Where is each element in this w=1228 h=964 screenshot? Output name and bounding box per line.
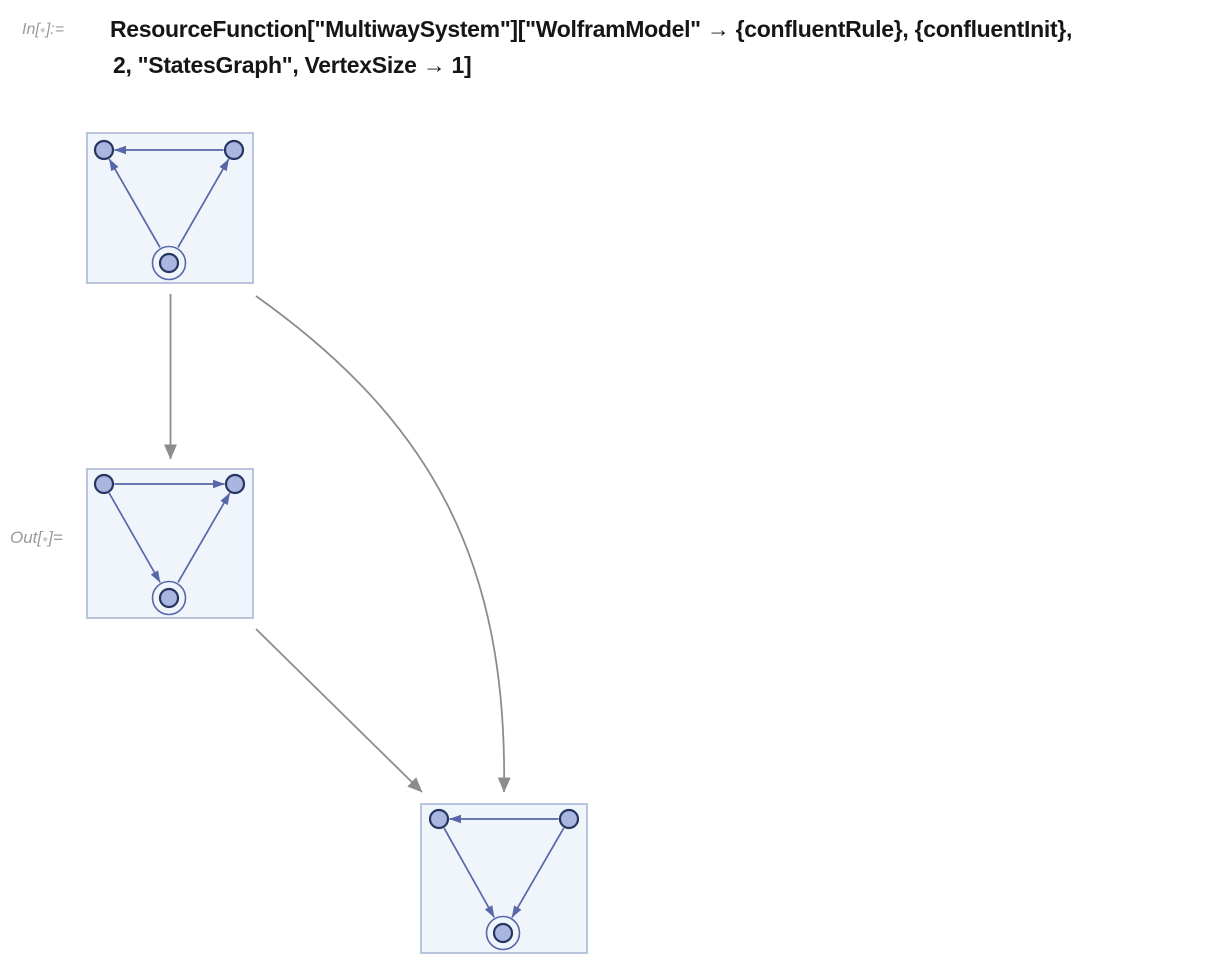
vertex-ring [485,915,521,951]
graph-vertex [158,252,180,274]
out-label-pre: Out[ [10,528,43,547]
state-edge-arrow [177,492,231,583]
graph-vertex [558,808,580,830]
input-code-line-1[interactable]: ResourceFunction["MultiwaySystem"]["Wolf… [110,16,1073,42]
state-2-box[interactable] [86,468,254,619]
graph-vertex [223,139,245,161]
cell-placeholder-dot-icon: ● [39,25,46,36]
vertex-ring [151,580,187,616]
graph-vertex [158,587,180,609]
state-edge-arrow [177,158,230,248]
out-label-post: ]= [48,528,63,547]
cell-placeholder-dot-icon: ● [42,534,49,545]
in-label-pre: In[ [22,21,40,38]
state-3-box[interactable] [420,803,588,954]
in-label-post: ]:= [45,21,65,38]
graph-vertex [428,808,450,830]
out-label: Out[●]= [10,528,63,548]
vertex-ring [151,245,187,281]
evolution-edge-state-2-to-state-3 [255,628,423,793]
graph-vertex [224,473,246,495]
evolution-edge-state-1-to-state-3 [255,295,511,793]
graph-vertex [93,139,115,161]
state-edge-arrow [108,158,161,248]
input-code-line-2[interactable]: 2, "StatesGraph", VertexSize → 1] [113,52,472,78]
in-label: In[●]:= [22,21,64,39]
graph-vertex [492,922,514,944]
graph-vertex [93,473,115,495]
state-edge-arrow [108,492,161,583]
state-edge-arrow [511,827,565,918]
state-1-box[interactable] [86,132,254,284]
state-edge-arrow [443,827,495,918]
